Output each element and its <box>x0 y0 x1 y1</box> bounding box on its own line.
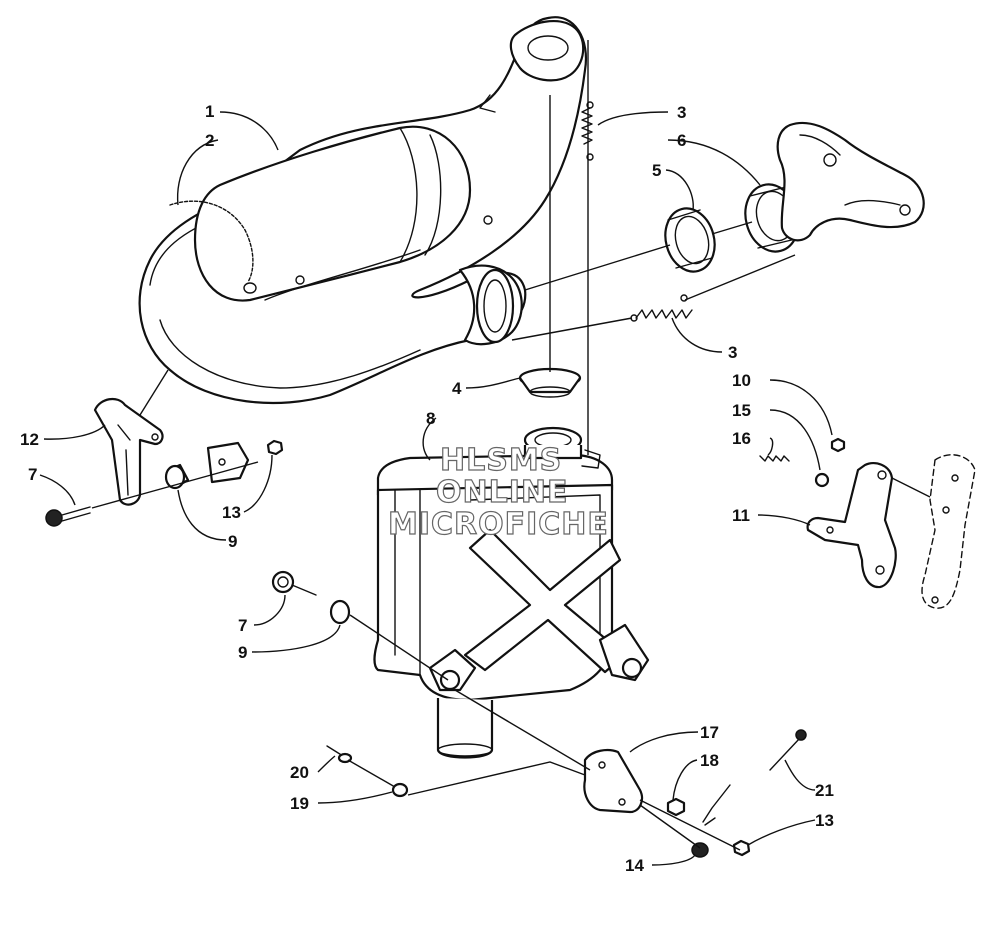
callout-19: 19 <box>290 794 309 813</box>
callout-17: 17 <box>700 723 719 742</box>
callout-9-left: 9 <box>228 532 237 551</box>
seal-ring-5 <box>664 207 716 273</box>
callout-labels: 1 2 3 3 4 5 6 7 7 8 9 9 10 11 12 13 13 1… <box>20 102 834 875</box>
watermark-line1: HLSMS <box>440 443 562 478</box>
callout-9-center: 9 <box>238 643 247 662</box>
callout-2: 2 <box>205 131 214 150</box>
callout-5: 5 <box>652 161 661 180</box>
left-bracket-assembly <box>45 397 284 527</box>
callout-13-left: 13 <box>222 503 241 522</box>
callout-12: 12 <box>20 430 39 449</box>
callout-7-left: 7 <box>28 465 37 484</box>
callout-8: 8 <box>426 409 435 428</box>
spring-lower <box>630 294 693 322</box>
callout-16: 16 <box>732 429 751 448</box>
callout-3-lower: 3 <box>728 343 737 362</box>
watermark-line3: MICROFICHE <box>388 507 609 542</box>
callout-18: 18 <box>700 751 719 770</box>
callout-leaders <box>39 111 833 866</box>
callout-4: 4 <box>452 379 462 398</box>
callout-3-upper: 3 <box>677 103 686 122</box>
silencer-box <box>373 426 650 759</box>
spring-upper <box>581 101 594 161</box>
callout-20: 20 <box>290 763 309 782</box>
right-bracket-assembly <box>759 437 976 609</box>
assembly-lines <box>139 40 796 455</box>
lower-right-bracket <box>326 689 807 858</box>
callout-14: 14 <box>625 856 644 875</box>
callout-10: 10 <box>732 371 751 390</box>
callout-1: 1 <box>205 102 214 121</box>
callout-6: 6 <box>677 131 686 150</box>
watermark-line2: ONLINE <box>436 475 569 510</box>
callout-13-right: 13 <box>815 811 834 830</box>
callout-21: 21 <box>815 781 834 800</box>
bolt-and-bushing-center <box>271 570 449 681</box>
exhaust-pipe <box>138 16 588 405</box>
callout-7-center: 7 <box>238 616 247 635</box>
exhaust-manifold <box>776 121 925 242</box>
callout-15: 15 <box>732 401 751 420</box>
gasket-4 <box>518 367 582 398</box>
callout-11: 11 <box>732 506 750 525</box>
